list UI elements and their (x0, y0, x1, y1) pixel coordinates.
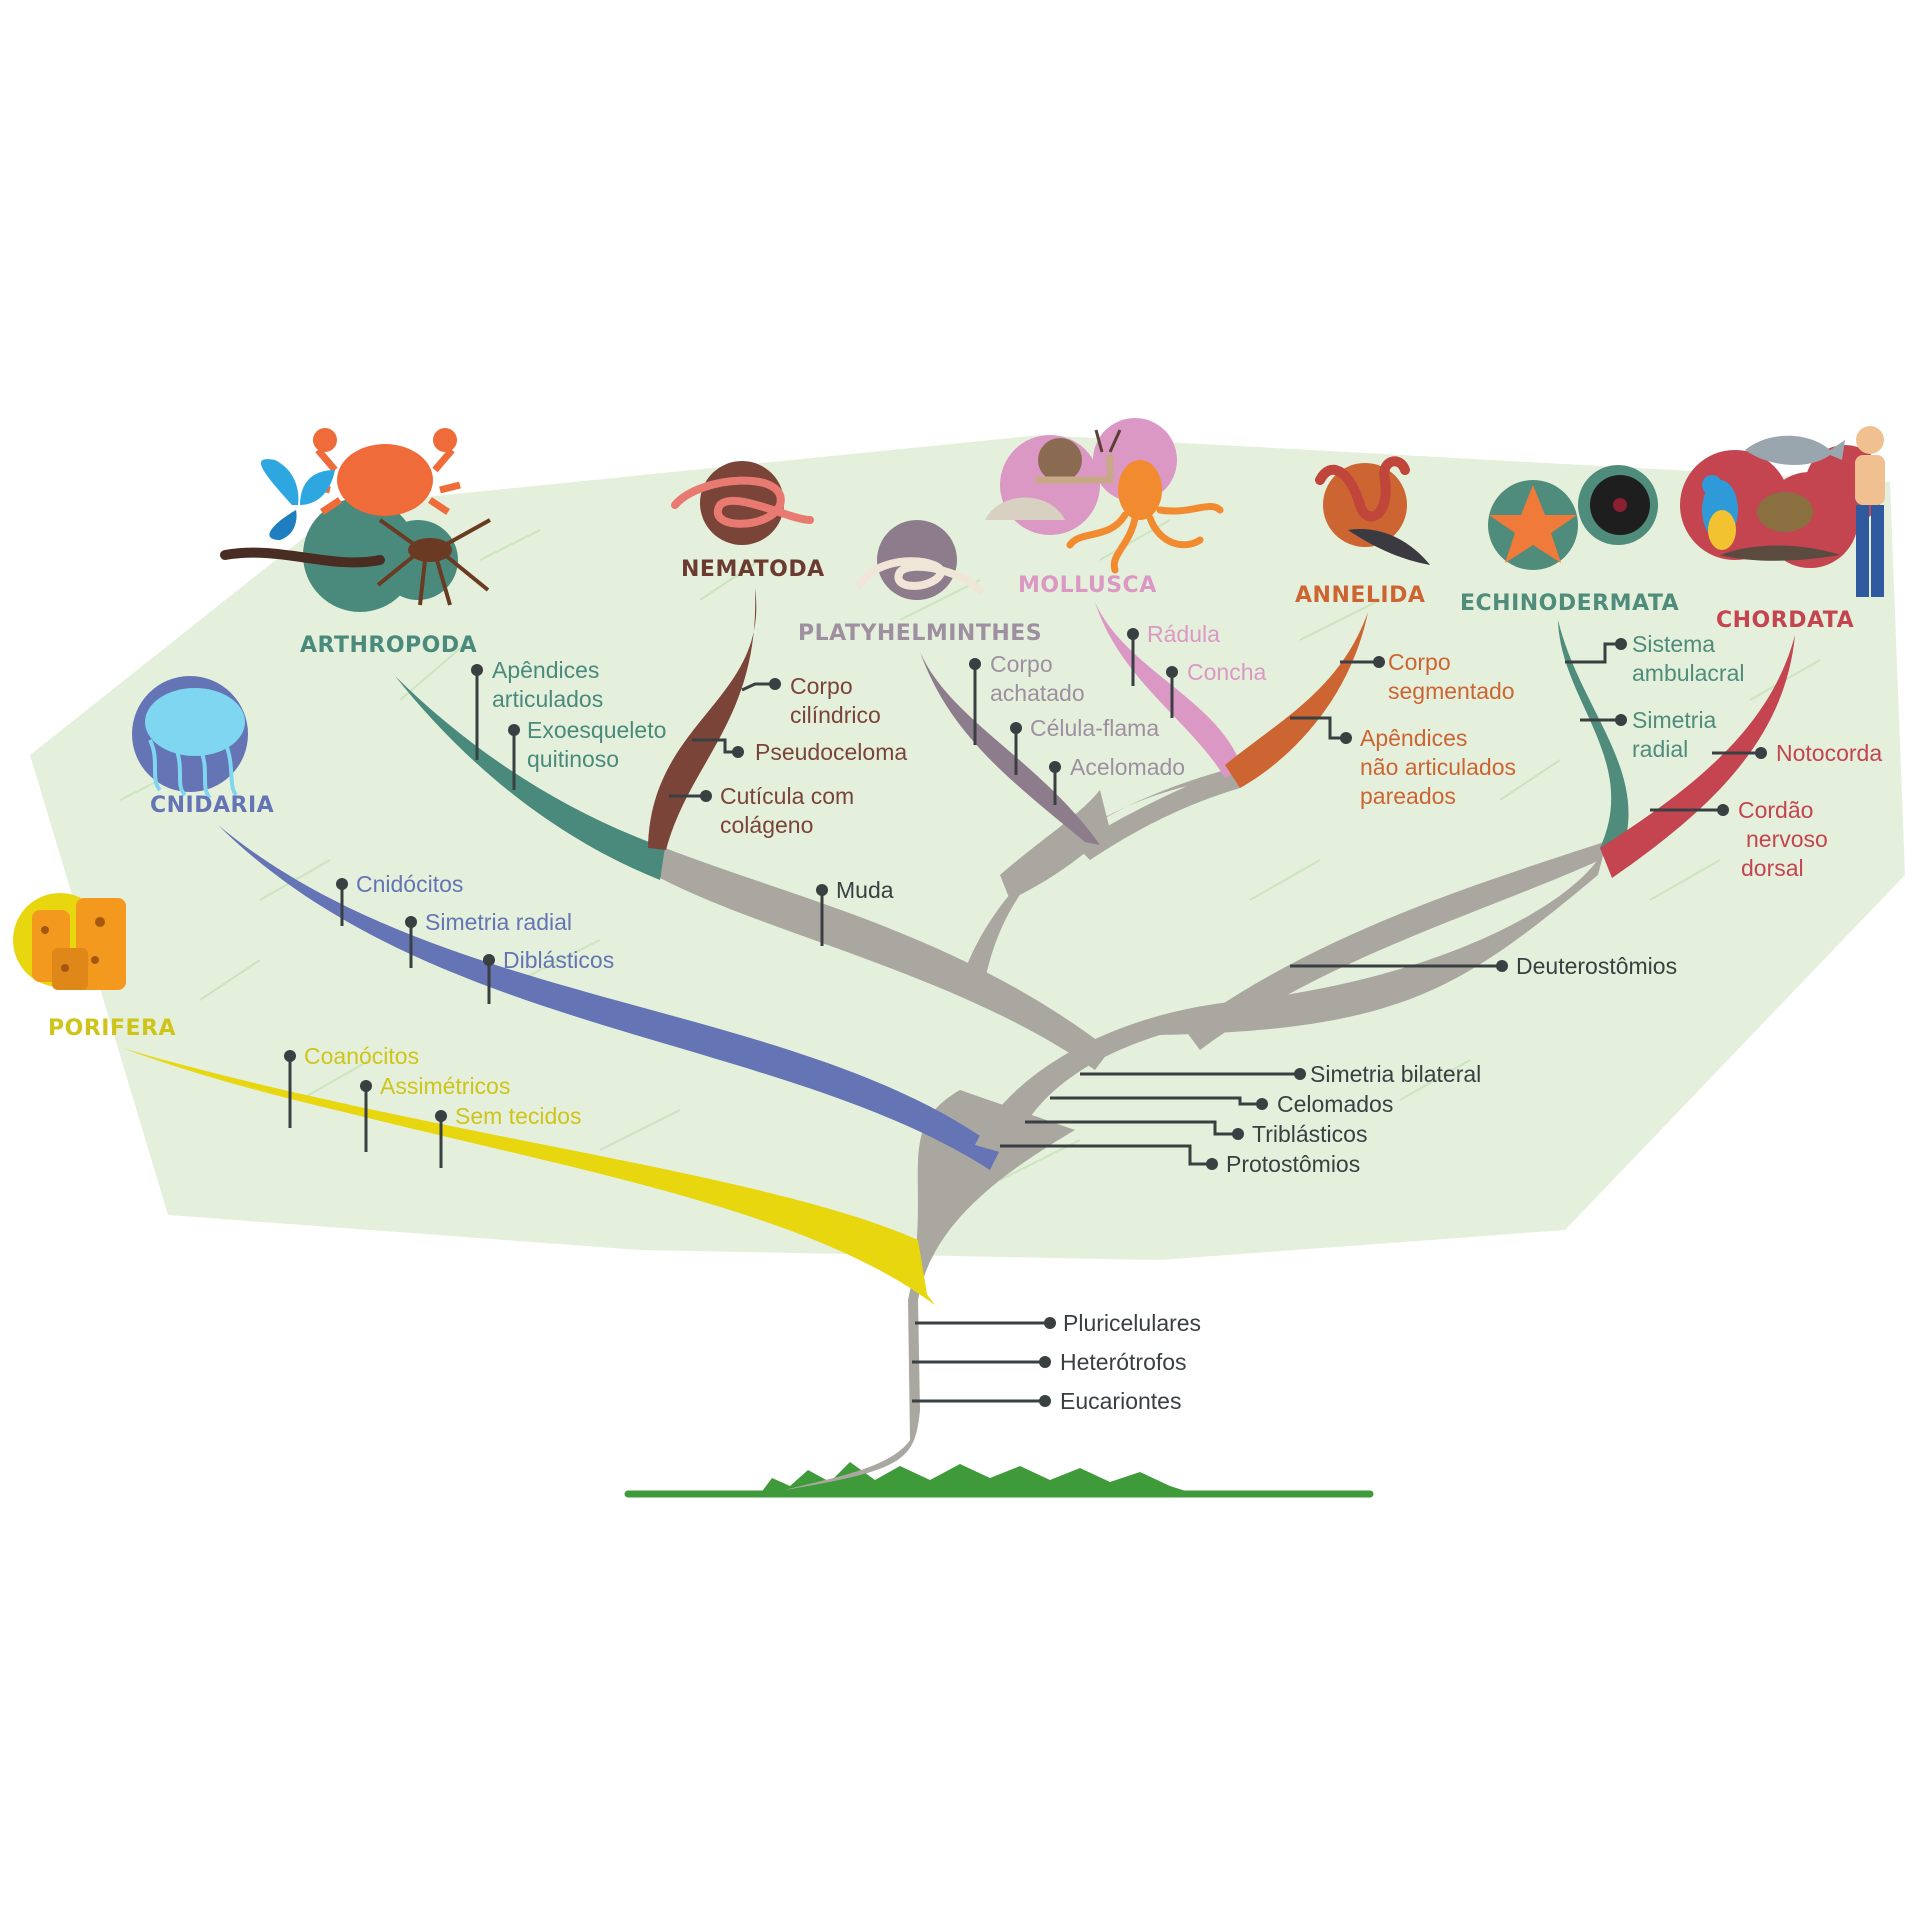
roundworm-icon (671, 461, 814, 545)
octopus-icon (1066, 460, 1224, 574)
trait-corpo-achatado: Corpo achatado (990, 651, 1085, 706)
trait-muda: Muda (836, 877, 894, 903)
platyhelminthes-label: PLATYHELMINTHES (798, 621, 1042, 646)
mollusca-label: MOLLUSCA (1018, 573, 1157, 598)
trait-notocorda: Notocorda (1776, 740, 1882, 766)
toad-icon (1757, 492, 1813, 532)
snail-icon (1035, 429, 1122, 484)
porifera-markers (284, 1050, 447, 1168)
leech-icon (1348, 529, 1430, 565)
human-icon (1855, 426, 1885, 597)
trait-radula: Rádula (1147, 621, 1220, 647)
trait-celula-flama: Célula-flama (1030, 715, 1159, 741)
cnidaria-markers (336, 878, 495, 1004)
centipede-icon (220, 547, 385, 568)
platyhelminthes-markers (969, 658, 1061, 805)
crab-icon (309, 428, 461, 516)
nematoda-branch (648, 588, 757, 850)
mollusc-group (985, 418, 1224, 574)
lizard-icon (1720, 545, 1840, 561)
annelid-group (1315, 456, 1430, 565)
arthropoda-markers (471, 664, 520, 790)
ecdysozoa-marker (816, 884, 828, 946)
trait-corpo-cilindrico: Corpo cilíndrico (790, 673, 881, 728)
arthropod-group (220, 428, 491, 612)
trait-cordao-nervoso-dorsal: Cordão nervoso dorsal (1738, 797, 1834, 881)
trait-cnidocitos: Cnidócitos (356, 871, 463, 897)
trait-eucariontes: Eucariontes (1060, 1388, 1181, 1414)
trait-apendices-nao-articulados: Apêndices não articulados pareados (1360, 725, 1522, 809)
trait-apendices-articulados: Apêndices articulados (492, 657, 606, 712)
sea-urchin-icon (1590, 475, 1650, 535)
nematoda-markers (669, 678, 781, 802)
trait-sistema-ambulacral: Sistema ambulacral (1632, 631, 1745, 686)
trait-celomados: Celomados (1277, 1091, 1393, 1117)
jellyfish-icon (132, 676, 248, 800)
annelida-markers (1290, 656, 1385, 744)
earthworm-icon (1315, 456, 1410, 522)
mollusca-branch (1095, 602, 1242, 778)
annelida-label: ANNELIDA (1295, 583, 1425, 608)
trait-corpo-segmentado: Corpo segmentado (1388, 649, 1515, 704)
parrot-icon (1702, 475, 1738, 550)
sponge-icon (13, 893, 126, 990)
bilateria-trait-markers (1000, 1068, 1306, 1170)
ecdysozoa-branch (660, 848, 1110, 1070)
shell-icon (985, 497, 1065, 520)
background-blob (30, 435, 1905, 1260)
trunk (785, 1090, 1075, 1490)
trait-assimetricos: Assimétricos (380, 1073, 510, 1099)
trait-heterotrofos: Heterótrofos (1060, 1349, 1187, 1375)
cnidaria-label: CNIDARIA (150, 793, 274, 818)
starfish-icon (1489, 485, 1577, 563)
trait-simetria-radial-echinodermata: Simetria radial (1632, 707, 1723, 762)
deuterostome-branch (1185, 840, 1610, 1050)
trait-triblasticos: Triblásticos (1252, 1121, 1367, 1147)
cnidaria-branch (218, 825, 1000, 1170)
trait-acelomado: Acelomado (1070, 754, 1185, 780)
fish-icon (1745, 435, 1845, 466)
trait-diblasticos: Diblásticos (503, 947, 614, 973)
spider-icon (376, 518, 491, 606)
trait-pseudoceloma: Pseudoceloma (755, 739, 907, 765)
butterfly-icon (260, 459, 335, 540)
nematoda-label: NEMATODA (681, 557, 825, 582)
trait-concha: Concha (1187, 659, 1266, 685)
arthropoda-branch (395, 676, 665, 880)
mollusca-markers (1127, 628, 1178, 718)
trait-cuticula-colageno: Cutícula com colágeno (720, 783, 861, 838)
annelida-branch (1225, 612, 1368, 788)
upper-trunk (975, 848, 1605, 1155)
trait-sem-tecidos: Sem tecidos (455, 1103, 582, 1129)
deuterostomia-marker (1290, 960, 1508, 972)
trait-coanocitos: Coanócitos (304, 1043, 419, 1069)
chordata-markers (1650, 747, 1767, 816)
arthropoda-label: ARTHROPODA (300, 633, 477, 658)
porifera-label: PORIFERA (48, 1016, 176, 1041)
echinodermata-label: ECHINODERMATA (1460, 591, 1679, 616)
trait-simetria-radial-cnidaria: Simetria radial (425, 909, 572, 935)
chordata-label: CHORDATA (1716, 608, 1854, 633)
trait-deuterostomios: Deuterostômios (1516, 953, 1677, 979)
flatworm-icon (856, 520, 984, 600)
chordata-branch (1600, 635, 1795, 878)
chordate-group (1680, 426, 1885, 597)
trait-pluricelulares: Pluricelulares (1063, 1310, 1201, 1336)
echinodermata-markers (1565, 638, 1627, 726)
echinoderm-group (1488, 465, 1658, 570)
trait-protostomios: Protostômios (1226, 1151, 1360, 1177)
trunk-trait-markers (912, 1317, 1056, 1407)
grass (760, 1462, 1195, 1494)
echinodermata-branch (1558, 620, 1629, 852)
trait-exoesqueleto-quitinoso: Exoesqueleto quitinoso (527, 717, 673, 772)
trait-simetria-bilateral: Simetria bilateral (1310, 1061, 1481, 1087)
